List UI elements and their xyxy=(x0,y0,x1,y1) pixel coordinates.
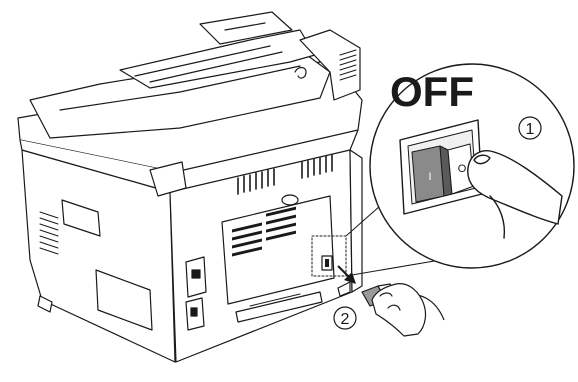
switch-mark-off: O xyxy=(458,163,467,175)
printer xyxy=(18,12,362,362)
hand-unplugging xyxy=(372,284,425,336)
step-2-number: 2 xyxy=(341,311,350,328)
switch-mark-on: I xyxy=(428,171,431,183)
off-label: OFF xyxy=(390,68,474,115)
step-1-number: 1 xyxy=(526,121,535,138)
step-2-marker: 2 xyxy=(334,307,356,329)
step-1-marker: 1 xyxy=(519,117,541,139)
switch-callout: OFF I O 1 xyxy=(370,64,574,268)
